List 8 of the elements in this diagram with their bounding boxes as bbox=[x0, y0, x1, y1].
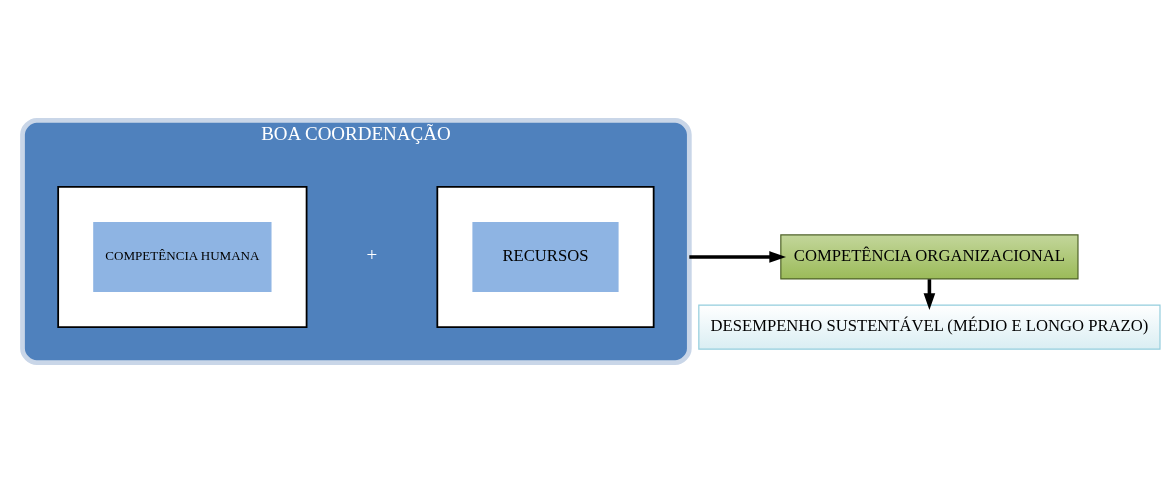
label: + bbox=[366, 244, 378, 266]
node-box: DESEMPENHO SUSTENTÁVEL (MÉDIO E LONGO PRAZO) bbox=[698, 304, 1161, 350]
cluster bbox=[57, 185, 308, 328]
node-box: COMPETÊNCIA ORGANIZACIONAL bbox=[780, 234, 1079, 280]
node-box: COMPETÊNCIA HUMANA bbox=[93, 221, 272, 292]
node-box: RECURSOS bbox=[472, 221, 619, 292]
arrow bbox=[689, 251, 786, 263]
cluster bbox=[436, 185, 655, 328]
